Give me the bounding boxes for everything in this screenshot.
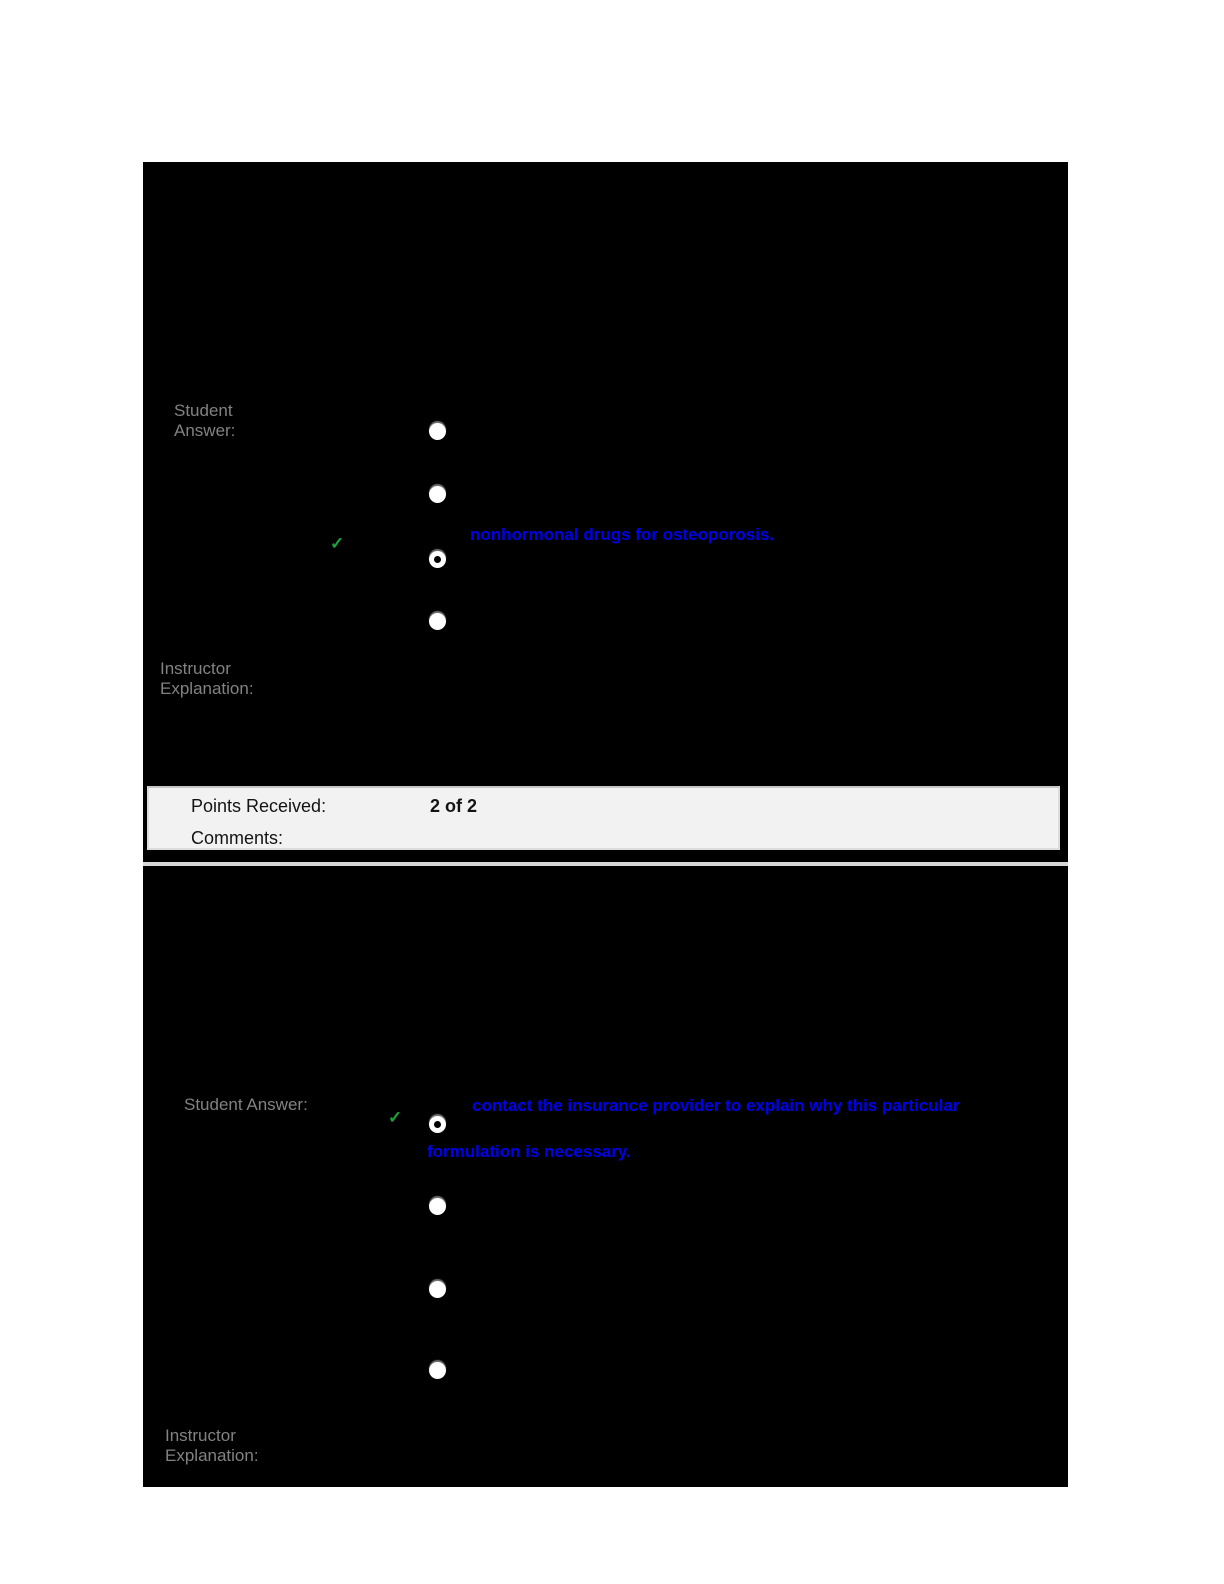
answer-option-radio-3[interactable] [429,1281,446,1298]
selected-answer-text-line-2: formulation is necessary. [427,1142,631,1161]
panel-divider [143,862,1068,866]
points-received-value: 2 of 2 [430,796,478,816]
answer-option-radio-1[interactable] [429,423,446,440]
answer-option-radio-2[interactable] [429,1198,446,1215]
selected-answer-text: nonhormonal drugs for osteoporosis. [470,525,775,544]
points-received-box: Points Received: 2 of 2 Comments: [147,786,1060,850]
question-2-panel: Student Answer: contact the insurance pr… [143,866,1068,1487]
correct-answer-check-icon: ✓ [388,1108,403,1127]
answer-option-radio-1[interactable] [429,1116,446,1133]
correct-answer-check-icon: ✓ [330,534,345,553]
question-1-panel: Student Answer: ✓ nonhormonal drugs for … [143,162,1068,862]
student-answer-label: Student Answer: [174,401,236,440]
answer-option-radio-4[interactable] [429,1362,446,1379]
answer-option-radio-2[interactable] [429,486,446,503]
comments-label: Comments: [191,828,284,848]
instructor-explanation-label: Instructor Explanation: [160,659,254,698]
instructor-explanation-label: Instructor Explanation: [165,1426,259,1465]
answer-option-radio-4[interactable] [429,613,446,630]
selected-answer-text-line-1: contact the insurance provider to explai… [472,1096,960,1115]
points-received-label: Points Received: [191,796,327,816]
student-answer-label: Student Answer: [184,1095,308,1114]
answer-option-radio-3[interactable] [429,551,446,568]
